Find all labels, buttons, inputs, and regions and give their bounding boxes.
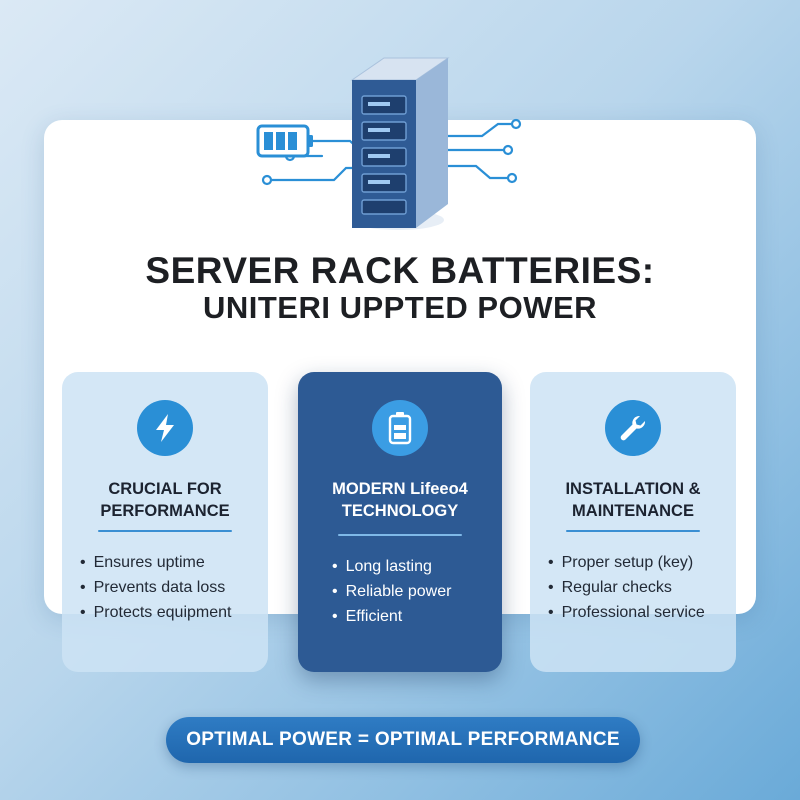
- list-item: Long lasting: [332, 554, 494, 579]
- server-rack-illustration: [256, 57, 522, 230]
- list-item: Protects equipment: [80, 600, 260, 625]
- list-item: Ensures uptime: [80, 550, 260, 575]
- divider: [98, 530, 232, 532]
- page-subtitle: UNITERI UPPTED POWER: [202, 290, 598, 325]
- card-title: INSTALLATION & MAINTENANCE: [565, 480, 701, 520]
- server-rack-icon: [350, 57, 450, 230]
- card-crucial-performance: CRUCIAL FOR PERFORMANCE Ensures uptime P…: [62, 372, 268, 672]
- battery-icon: [372, 400, 428, 456]
- bullet-list: Long lasting Reliable power Efficient: [332, 554, 494, 629]
- list-item: Professional service: [548, 600, 728, 625]
- list-item: Efficient: [332, 604, 494, 629]
- card-title: MODERN Lifeeo4 TECHNOLOGY: [332, 480, 468, 520]
- bullet-list: Ensures uptime Prevents data loss Protec…: [80, 550, 260, 625]
- list-item: Prevents data loss: [80, 575, 260, 600]
- page-title: SERVER RACK BATTERIES:: [145, 250, 655, 291]
- battery-icon: [256, 124, 313, 158]
- list-item: Regular checks: [548, 575, 728, 600]
- card-installation-maintenance: INSTALLATION & MAINTENANCE Proper setup …: [530, 372, 736, 672]
- divider: [338, 534, 462, 536]
- list-item: Reliable power: [332, 579, 494, 604]
- list-item: Proper setup (key): [548, 550, 728, 575]
- divider: [566, 530, 700, 532]
- card-modern-technology: MODERN Lifeeo4 TECHNOLOGY Long lasting R…: [298, 372, 502, 672]
- bullet-list: Proper setup (key) Regular checks Profes…: [548, 550, 728, 625]
- card-title: CRUCIAL FOR PERFORMANCE: [100, 480, 230, 520]
- lightning-bolt-icon: [137, 400, 193, 456]
- wrench-icon: [605, 400, 661, 456]
- footer-tagline-pill: OPTIMAL POWER = OPTIMAL PERFORMANCE: [166, 717, 640, 763]
